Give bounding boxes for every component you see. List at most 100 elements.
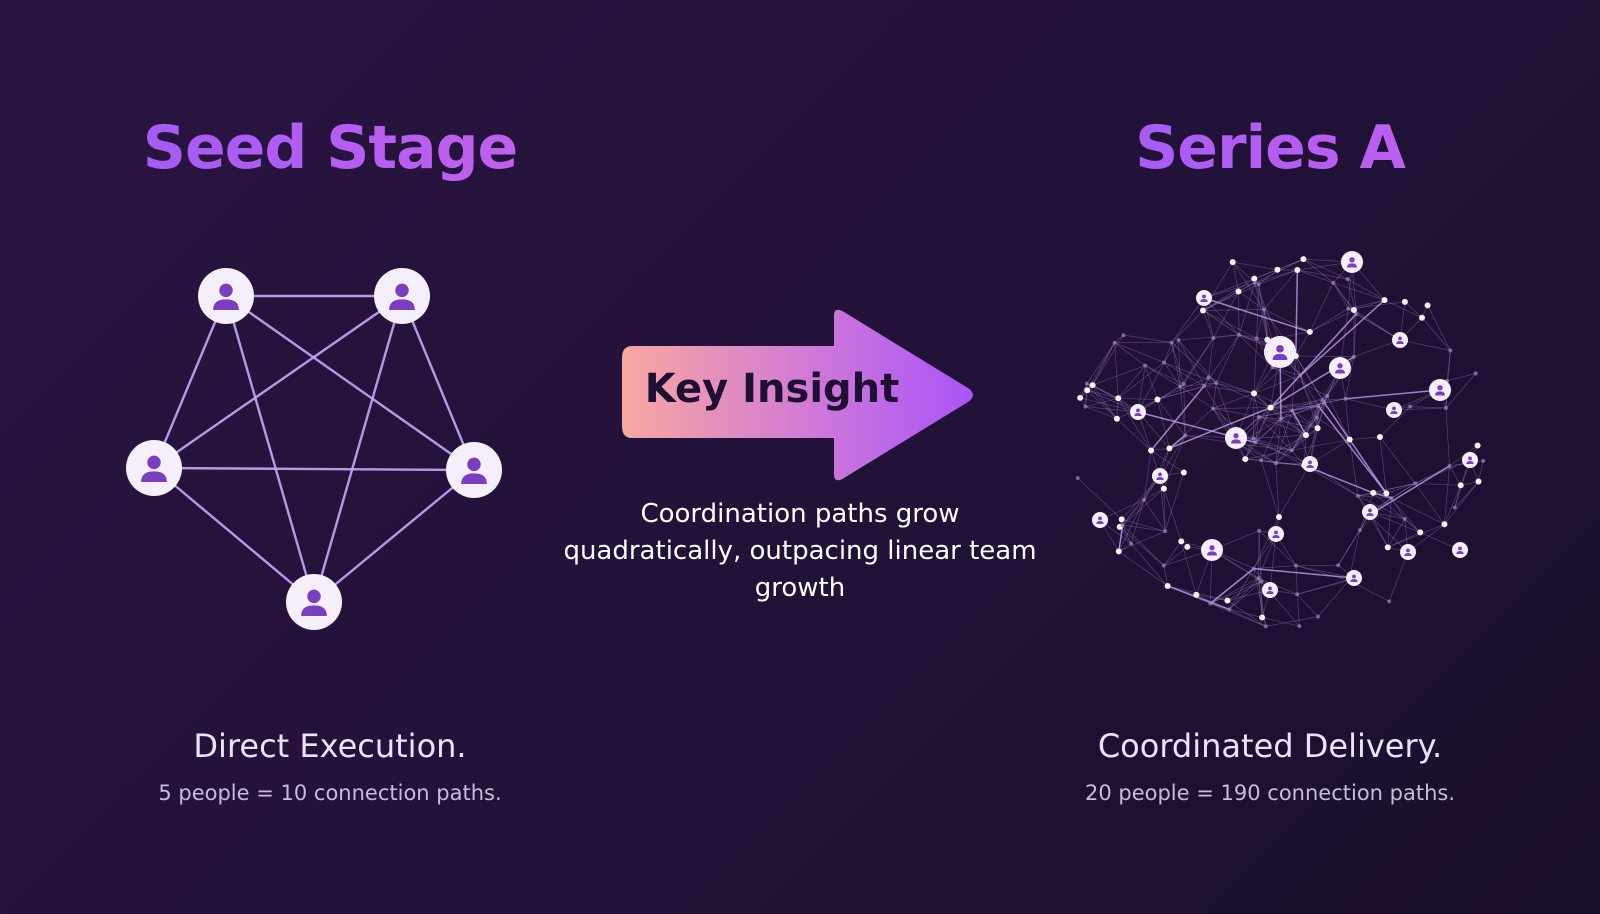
network-dot [1351, 354, 1356, 359]
connection-line [1157, 399, 1170, 449]
connection-line [1210, 581, 1262, 604]
connection-line [1295, 565, 1350, 581]
connection-line [1163, 488, 1166, 532]
connection-line [1253, 434, 1306, 439]
person-icon [1272, 344, 1288, 360]
person-node [1329, 357, 1351, 379]
person-icon [1396, 336, 1404, 344]
connection-line [1272, 367, 1301, 376]
connection-line [1245, 449, 1292, 460]
connection-line [1163, 339, 1179, 363]
connection-line [1092, 384, 1118, 420]
connection-line [1085, 406, 1139, 413]
connection-line [1322, 398, 1346, 401]
person-icon [1200, 294, 1208, 302]
connection-line [1117, 365, 1146, 399]
connection-line [1368, 465, 1450, 516]
network-dot [1202, 383, 1207, 388]
connection-line [1087, 389, 1119, 399]
connection-line [1143, 499, 1166, 532]
connection-line [1296, 594, 1300, 627]
connection-line [1295, 565, 1355, 579]
connection-line [1092, 365, 1146, 386]
network-dot [1184, 543, 1191, 550]
connection-line [1357, 483, 1416, 497]
connection-line [1151, 447, 1170, 451]
connection-line [1163, 342, 1172, 363]
network-dot [1447, 463, 1452, 468]
connection-line [1275, 463, 1280, 518]
network-dot [1413, 481, 1418, 486]
connection-line [1353, 309, 1401, 341]
network-dot [1424, 302, 1431, 309]
connection-line [1163, 541, 1182, 566]
network-dot [1211, 336, 1216, 341]
network-dot [1183, 433, 1188, 438]
network-dot [1293, 563, 1298, 568]
connection-line [1333, 282, 1349, 309]
network-dot [1306, 328, 1313, 335]
connection-line [1163, 546, 1188, 566]
connection-line [1143, 488, 1165, 501]
connection-line [1159, 475, 1166, 532]
connection-line [1368, 514, 1409, 553]
connection-line [1202, 291, 1239, 311]
network-dot [1259, 614, 1266, 621]
network-dot [1448, 348, 1453, 353]
connection-line [1369, 511, 1421, 533]
network-dot [1289, 448, 1294, 453]
network-dot [1261, 307, 1266, 312]
network-dot [1408, 404, 1413, 409]
connection-line [1208, 338, 1214, 378]
connection-line [1454, 481, 1479, 508]
connection-line [1255, 416, 1260, 443]
connection-line [1303, 258, 1334, 284]
connection-line [1239, 334, 1268, 341]
person-node [126, 440, 182, 496]
connection-line [1238, 334, 1273, 368]
connection-line [1137, 383, 1184, 413]
person-node [1130, 404, 1146, 420]
network-dot [1181, 382, 1186, 387]
connection-line [1258, 530, 1260, 579]
connection-line [1144, 365, 1181, 387]
connection-line [1258, 530, 1297, 566]
network-dot [1253, 440, 1258, 445]
connection-line [1299, 375, 1318, 418]
connection-line [1291, 356, 1297, 411]
connection-line [1163, 488, 1182, 542]
connection-line [1296, 594, 1319, 617]
network-dot [1263, 624, 1268, 629]
connection-line [1255, 409, 1293, 443]
connection-line [1444, 465, 1450, 525]
connection-line [1309, 463, 1358, 497]
connection-line [1232, 261, 1278, 271]
network-dot [1376, 433, 1383, 440]
connection-line [1114, 342, 1119, 399]
network-dot [1345, 277, 1350, 282]
network-dot [1474, 442, 1481, 449]
connection-line [1269, 533, 1277, 591]
person-icon [1230, 433, 1242, 444]
connection-line [1232, 262, 1239, 292]
connection-line [1291, 409, 1318, 429]
network-dot [1297, 624, 1302, 629]
connection-line [1203, 297, 1311, 333]
connection-line [1263, 269, 1298, 310]
connection-line [1085, 397, 1119, 407]
connection-line [1202, 282, 1255, 311]
connection-line [1204, 385, 1255, 394]
connection-line [1202, 310, 1240, 336]
connection-line [1092, 384, 1119, 399]
person-node [1268, 526, 1284, 542]
person-icon [1434, 385, 1446, 396]
network-dot [1383, 490, 1390, 497]
network-dot [1154, 396, 1161, 403]
network-dot [1343, 396, 1348, 401]
person-icon [1134, 408, 1142, 416]
connection-line [1270, 405, 1319, 408]
connection-line [1237, 443, 1292, 451]
network-dot [1077, 394, 1084, 401]
connection-line [1215, 334, 1240, 384]
connection-line [1086, 383, 1118, 420]
